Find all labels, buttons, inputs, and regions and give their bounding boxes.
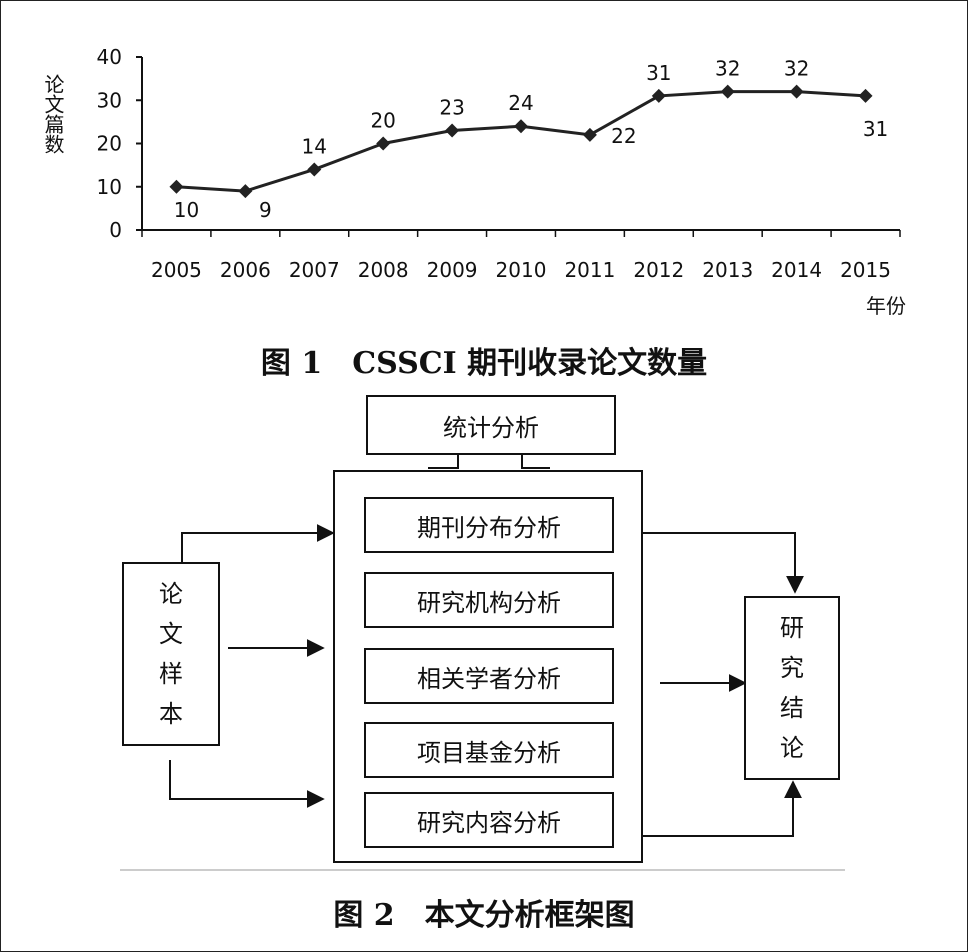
y-tick-label: 30: [97, 88, 122, 112]
top-connector-right: [521, 455, 550, 469]
x-tick-label: 2007: [289, 258, 340, 282]
output-char: 研: [780, 614, 804, 642]
y-tick-label: 0: [109, 218, 122, 242]
data-point: [651, 88, 666, 103]
module-label: 项目基金分析: [417, 738, 561, 767]
data-label: 24: [508, 91, 533, 115]
data-label: 10: [174, 198, 199, 222]
data-point: [238, 184, 253, 199]
input-char: 本: [159, 700, 183, 728]
x-tick-label: 2006: [220, 258, 271, 282]
x-tick-label: 2010: [496, 258, 547, 282]
data-point: [582, 127, 597, 142]
input-char: 论: [159, 580, 183, 608]
x-tick-label: 2014: [771, 258, 822, 282]
data-point: [720, 84, 735, 99]
output-char: 论: [780, 734, 804, 762]
y-axis-label: 论文篇数: [41, 74, 65, 154]
x-tick-label: 2013: [702, 258, 753, 282]
data-label: 32: [715, 57, 740, 81]
output-box: 研 究 结 论: [744, 596, 840, 780]
data-label: 32: [784, 57, 809, 81]
module-label: 研究内容分析: [417, 808, 561, 837]
output-char: 究: [780, 654, 804, 682]
module-project-funding: 项目基金分析: [364, 722, 614, 778]
figure-1-caption: 图 1 CSSCI 期刊收录论文数量: [260, 346, 708, 381]
top-connector-left: [428, 455, 459, 469]
arrow-input-bottom: [169, 760, 325, 808]
module-journal-distribution: 期刊分布分析: [364, 497, 614, 553]
module-label: 期刊分布分析: [417, 513, 561, 542]
arrow-input-top: [181, 524, 335, 562]
data-label: 31: [646, 61, 671, 85]
x-tick-label: 2009: [427, 258, 478, 282]
data-label: 31: [863, 117, 888, 141]
data-point: [858, 88, 873, 103]
x-tick-label: 2008: [358, 258, 409, 282]
data-point: [514, 119, 528, 134]
statistics-box: 统计分析: [366, 395, 616, 455]
module-research-institutions: 研究机构分析: [364, 572, 614, 628]
data-point: [445, 123, 460, 138]
module-label: 相关学者分析: [417, 664, 561, 693]
x-axis-label: 年份: [866, 294, 906, 318]
data-point: [789, 84, 804, 99]
data-label: 14: [302, 134, 327, 158]
data-label: 23: [439, 96, 464, 120]
data-label: 20: [370, 109, 395, 133]
y-tick-label: 10: [97, 175, 122, 199]
x-tick-label: 2005: [151, 258, 202, 282]
statistics-label: 统计分析: [443, 413, 539, 442]
input-char: 文: [159, 620, 183, 648]
arrow-output-top: [643, 532, 804, 594]
input-char: 样: [159, 660, 183, 688]
output-char: 结: [780, 694, 804, 722]
y-tick-label: 40: [97, 45, 122, 69]
data-label: 9: [259, 198, 272, 222]
arrow-output-bottom: [643, 780, 802, 837]
data-point: [307, 162, 322, 177]
figure-2-caption: 图 2 本文分析框架图: [333, 898, 635, 933]
input-box: 论 文 样 本: [122, 562, 220, 746]
x-tick-label: 2012: [633, 258, 684, 282]
data-point: [169, 179, 184, 194]
module-research-content: 研究内容分析: [364, 792, 614, 848]
data-point: [376, 136, 391, 151]
module-related-scholars: 相关学者分析: [364, 648, 614, 704]
x-tick-label: 2015: [840, 258, 891, 282]
data-label: 22: [611, 124, 636, 148]
module-label: 研究机构分析: [417, 588, 561, 617]
x-tick-label: 2011: [564, 258, 615, 282]
y-tick-label: 20: [97, 132, 122, 156]
